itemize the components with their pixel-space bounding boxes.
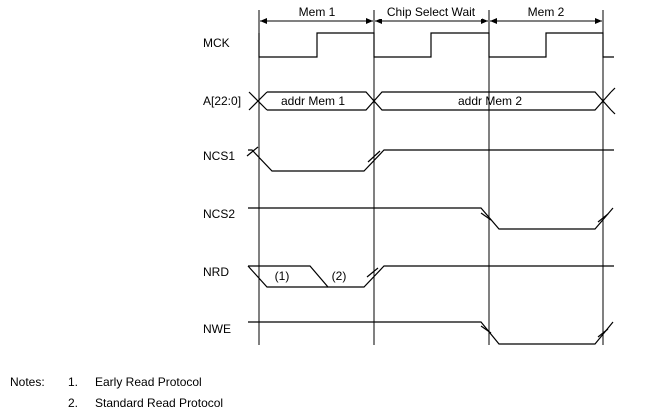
signal-label-nrd: NRD [203, 265, 229, 279]
nwe-tick [597, 328, 609, 338]
signal-label-addr: A[22:0] [203, 94, 241, 108]
bus-label-mem2: addr Mem 2 [458, 94, 522, 108]
arrowhead [481, 18, 488, 24]
notes-label: Notes: [10, 375, 45, 389]
bus-label-mem1: addr Mem 1 [281, 94, 345, 108]
ncs1-tick [246, 146, 259, 157]
phase-label-cs-wait: Chip Select Wait [387, 5, 476, 19]
note-number: 1. [68, 375, 79, 389]
nrd-waveform [248, 265, 614, 288]
note-text: Standard Read Protocol [95, 396, 224, 410]
notes: Notes: 1. Early Read Protocol 2. Standar… [10, 372, 223, 414]
nwe-waveform [248, 321, 614, 345]
addr-waveform [248, 87, 616, 115]
nrd-label-standard: (2) [332, 269, 347, 283]
nrd-early-path [247, 265, 328, 288]
signal-label-nwe: NWE [203, 322, 231, 336]
phase-arrows [260, 18, 602, 24]
ncs1-tick [367, 150, 381, 163]
nrd-tick [366, 267, 379, 278]
note-number: 2. [68, 396, 79, 410]
arrowhead [490, 18, 497, 24]
mck-waveform [258, 32, 614, 58]
signal-labels: MCK A[22:0] NCS1 NCS2 NRD NWE [203, 36, 241, 336]
ncs2-tick [597, 213, 609, 223]
signal-label-ncs2: NCS2 [203, 207, 235, 221]
arrowhead [260, 18, 267, 24]
note-row: 2. Standard Read Protocol [10, 393, 223, 414]
nwe-tick [480, 325, 492, 334]
signal-label-mck: MCK [203, 36, 230, 50]
arrowhead [375, 18, 382, 24]
note-text: Early Read Protocol [95, 375, 202, 389]
signal-label-ncs1: NCS1 [203, 149, 235, 163]
phase-label-mem2: Mem 2 [528, 5, 565, 19]
ncs2-waveform [248, 207, 614, 230]
nrd-label-early: (1) [275, 269, 290, 283]
ncs1-waveform [248, 149, 614, 172]
phase-label-mem1: Mem 1 [299, 5, 336, 19]
phase-boundaries [258, 10, 604, 345]
note-row: Notes: 1. Early Read Protocol [10, 372, 223, 393]
ncs2-tick [480, 212, 492, 221]
arrowhead [595, 18, 602, 24]
phase-labels: Mem 1 Chip Select Wait Mem 2 [296, 5, 567, 19]
arrowhead [366, 18, 373, 24]
